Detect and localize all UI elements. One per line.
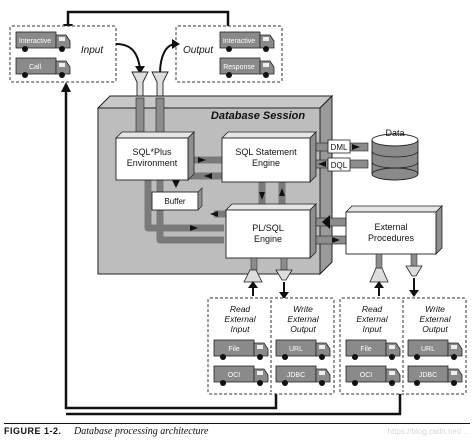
left-file-label: File	[228, 346, 239, 353]
dml-label-box	[327, 139, 351, 154]
flow-arrows	[172, 157, 285, 231]
watermark: https://blog.csdn.net/...	[387, 427, 469, 436]
ext-pipe-bottom	[315, 235, 347, 245]
ext-proc-line2: Procedures	[368, 233, 415, 243]
sql-engine-line1: SQL Statement	[235, 147, 297, 157]
sqlplus-line1: SQL*Plus	[132, 147, 172, 157]
dml-label: DML	[331, 143, 348, 152]
sql-engine-line2: Engine	[252, 158, 280, 168]
plsql-io-funnels	[243, 257, 293, 299]
input-funnel	[131, 71, 149, 99]
figure-caption: FIGURE 1-2. Database processing architec…	[4, 423, 470, 439]
left-read-line2: External	[224, 314, 256, 324]
left-loop-arrowhead	[61, 82, 71, 92]
output-pipe	[155, 97, 165, 135]
left-jdbc-label: JDBC	[287, 372, 305, 379]
right-write-line3: Output	[422, 324, 448, 334]
left-read-line1: Read	[230, 304, 251, 314]
left-write-line2: External	[287, 314, 319, 324]
left-write-line1: Write	[293, 304, 313, 314]
plsql-engine-box	[225, 203, 317, 259]
left-read-line3: Input	[231, 324, 251, 334]
right-file-label: File	[360, 346, 371, 353]
figure-number: FIGURE 1-2.	[4, 426, 62, 436]
figure-title: Database processing architecture	[74, 426, 209, 437]
input-curve-arrow	[115, 43, 141, 69]
output-to-input-arrow	[66, 10, 230, 26]
right-write-line2: External	[419, 314, 451, 324]
right-read-line3: Input	[363, 324, 383, 334]
sql-statement-engine-box	[221, 131, 317, 183]
ext-proc-line1: External	[374, 222, 407, 232]
dql-label-box	[327, 157, 351, 172]
left-io-to-input-line	[64, 90, 278, 410]
output-funnel	[151, 71, 169, 99]
right-jdbc-label: JDBC	[419, 372, 437, 379]
output-truck2-label: Response	[223, 64, 255, 71]
session-title: Database Session	[211, 110, 305, 122]
external-procedures-box	[345, 205, 443, 255]
sqlplus-line2: Environment	[127, 158, 178, 168]
dql-label: DQL	[331, 161, 348, 170]
left-oci-label: OCI	[228, 372, 241, 379]
right-write-line1: Write	[425, 304, 445, 314]
right-io-loop-line	[66, 392, 402, 416]
right-url-label: URL	[421, 346, 435, 353]
output-truck1-label: Interactive	[223, 38, 255, 45]
buffer-label: Buffer	[164, 197, 186, 206]
output-curve-arrow	[159, 43, 177, 75]
input-truck2-label: Call	[29, 64, 42, 71]
input-pipe	[135, 97, 145, 135]
plsql-line2: Engine	[254, 234, 282, 244]
right-oci-label: OCI	[360, 372, 373, 379]
ext-pipe-top	[315, 217, 347, 227]
buffer-box	[151, 187, 203, 211]
data-cylinder	[371, 133, 419, 181]
right-read-line2: External	[356, 314, 388, 324]
input-truck1-label: Interactive	[19, 38, 51, 45]
right-read-line1: Read	[362, 304, 383, 314]
left-url-label: URL	[289, 346, 303, 353]
left-write-line3: Output	[290, 324, 316, 334]
output-label: Output	[183, 45, 214, 56]
plsql-line1: PL/SQL	[252, 223, 284, 233]
input-label: Input	[81, 45, 104, 56]
ext-io-funnels	[369, 253, 423, 297]
sqlplus-environment-box	[115, 131, 195, 181]
data-label: Data	[385, 128, 404, 138]
